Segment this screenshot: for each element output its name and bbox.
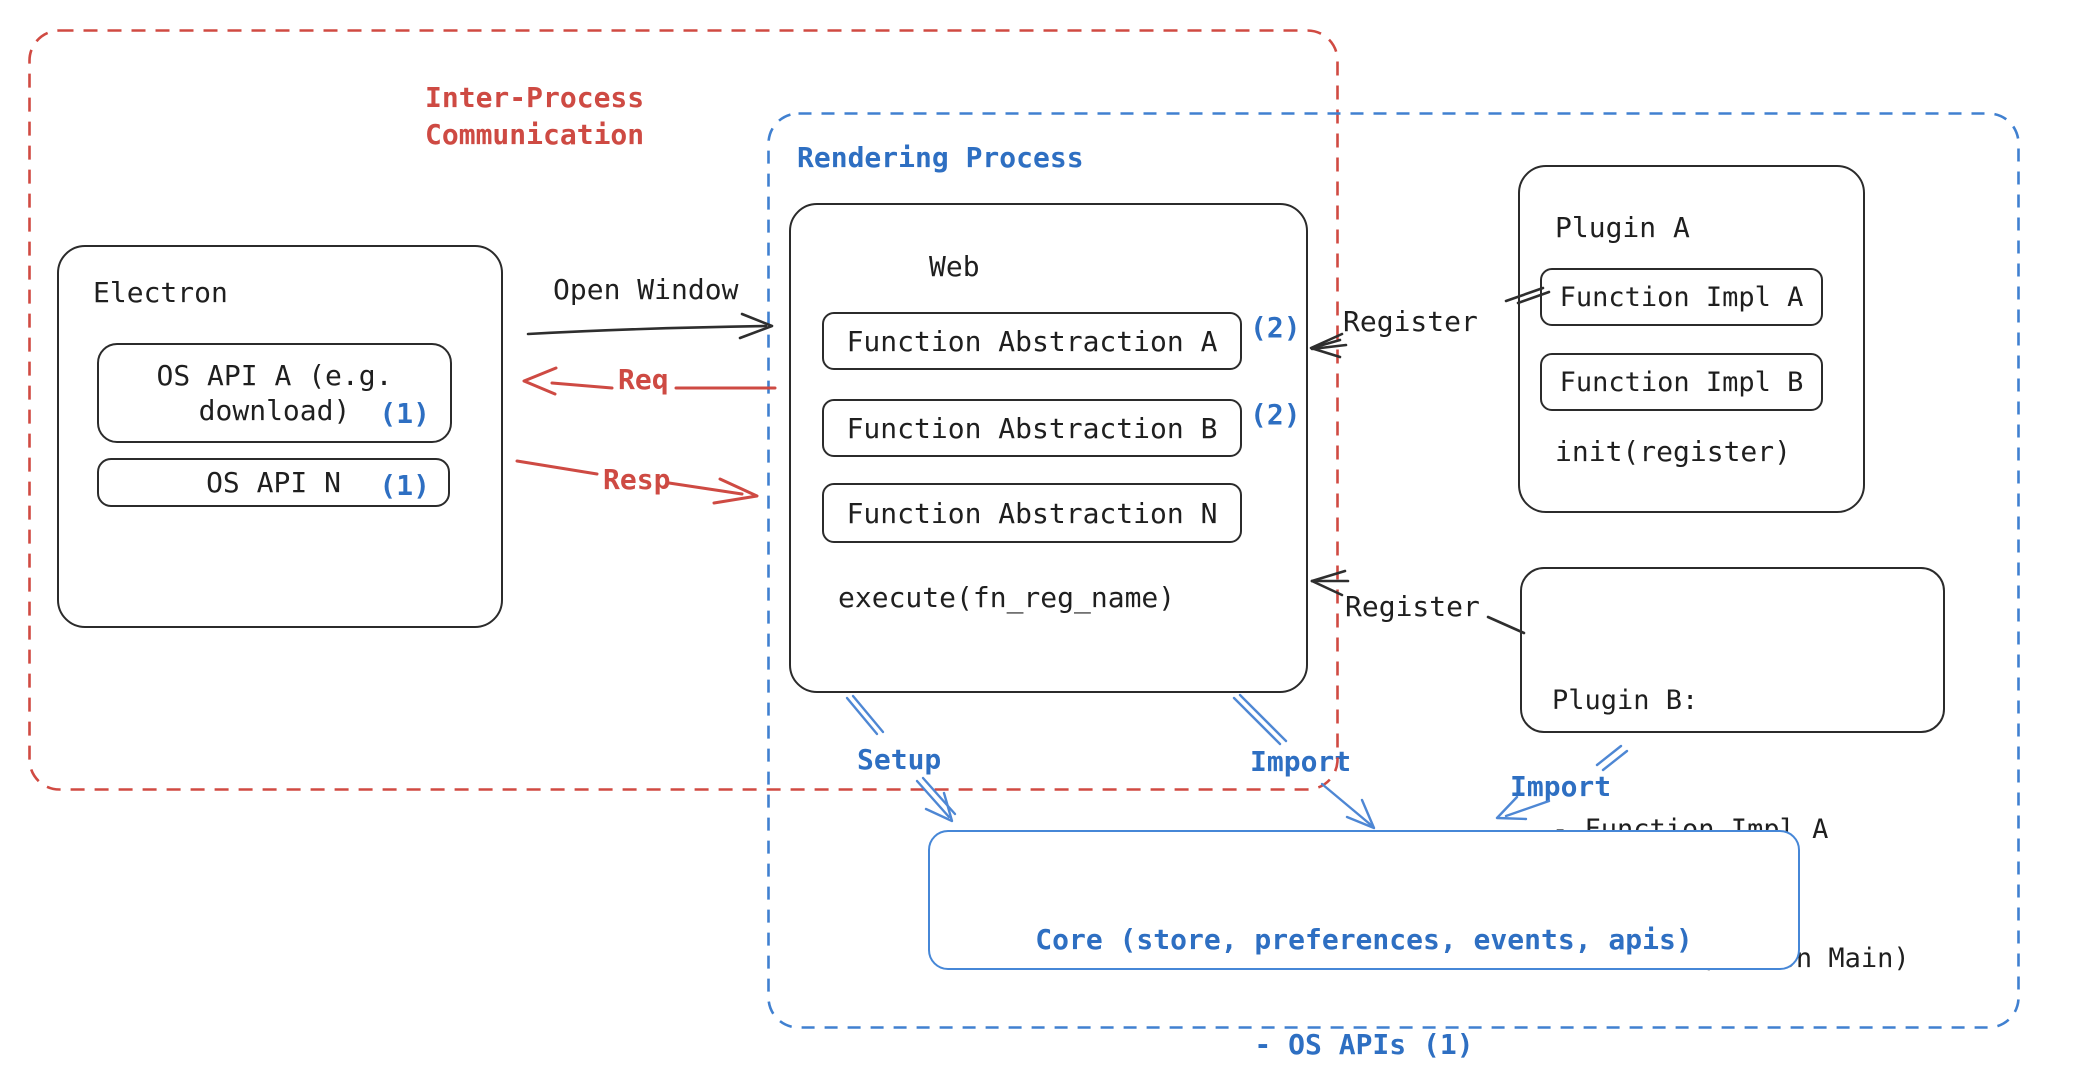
register-top-head: [1309, 332, 1344, 359]
resp-arrow-line-right: [667, 481, 744, 496]
os-api-n-badge: (1): [379, 469, 430, 502]
import-right-label: Import: [1510, 770, 1612, 803]
req-arrow-line-left: [550, 381, 614, 390]
function-abstraction-b-label: Function Abstraction B: [846, 411, 1218, 445]
electron-title: Electron: [93, 276, 228, 309]
import-right-arrow-line: [1504, 799, 1551, 818]
resp-arrow-head: [712, 477, 759, 505]
blue-arrows: [845, 693, 1629, 830]
req-label: Req: [618, 363, 669, 396]
function-impl-a-box: Function Impl A: [1540, 268, 1823, 326]
open-window-arrow-head: [738, 312, 774, 340]
register-bottom-tail: [1486, 615, 1526, 635]
import-left-arrow-seg1-sketch: [1238, 693, 1288, 743]
setup-arrow-seg1: [845, 696, 879, 736]
open-window-label: Open Window: [553, 273, 739, 306]
req-arrow-head: [522, 366, 558, 396]
register-top-label: Register: [1343, 305, 1478, 338]
resp-label: Resp: [603, 463, 671, 496]
ipc-region-title-line2: Communication: [425, 118, 645, 151]
os-api-a-box: OS API A (e.g. download) (1): [97, 343, 452, 443]
function-abstraction-a-badge: (2): [1250, 311, 1301, 344]
function-impl-b-box: Function Impl B: [1540, 353, 1823, 411]
function-abstraction-n-box: Function Abstraction N: [822, 483, 1242, 543]
init-register-label: init(register): [1555, 435, 1792, 468]
function-abstraction-b-box: Function Abstraction B: [822, 399, 1242, 457]
setup-arrow-seg1-sketch: [851, 694, 885, 734]
os-api-a-label-line1: OS API A (e.g.: [156, 359, 393, 392]
resp-arrow-line-left: [515, 459, 599, 476]
core-line-title: Core (store, preferences, events, apis): [1035, 923, 1693, 956]
setup-arrow-seg2: [915, 779, 951, 819]
register-top-line: [1310, 338, 1342, 350]
function-impl-b-label: Function Impl B: [1559, 366, 1804, 398]
os-api-a-label-line2: download): [198, 394, 351, 427]
setup-arrow-seg2-sketch: [921, 776, 957, 816]
function-abstraction-a-box: Function Abstraction A: [822, 312, 1242, 370]
core-line-os-apis: - OS APIs (1): [1254, 1028, 1474, 1061]
execute-label: execute(fn_reg_name): [838, 581, 1176, 614]
os-api-a-badge: (1): [379, 397, 430, 430]
register-bottom-head-3: [1310, 579, 1344, 597]
core-box: Core (store, preferences, events, apis) …: [928, 830, 1800, 1061]
import-left-label: Import: [1250, 745, 1352, 778]
function-abstraction-a-label: Function Abstraction A: [846, 324, 1218, 358]
open-window-arrow-line: [526, 324, 768, 336]
function-abstraction-b-badge: (2): [1250, 398, 1301, 431]
function-abstraction-n-label: Function Abstraction N: [846, 496, 1218, 530]
setup-label: Setup: [857, 743, 942, 776]
register-bottom-head-1: [1310, 569, 1347, 583]
os-api-n-label: OS API N: [206, 466, 341, 499]
plugin-b-title: Plugin B:: [1552, 685, 1699, 716]
rendering-region-title: Rendering Process: [797, 141, 1084, 174]
plugin-b-box: Plugin B: - Function Impl A - Module (ru…: [1520, 567, 1945, 974]
plugin-a-title: Plugin A: [1555, 211, 1690, 244]
import-left-arrow-seg1: [1232, 696, 1282, 746]
register-bottom-label: Register: [1345, 590, 1480, 623]
web-title: Web: [929, 250, 980, 283]
setup-arrow-head: [924, 791, 954, 823]
function-impl-a-label: Function Impl A: [1559, 281, 1804, 313]
register-top-head-sketch: [1310, 343, 1348, 351]
import-left-arrow-head: [1345, 798, 1376, 830]
os-api-n-box: OS API N (1): [97, 458, 450, 507]
import-left-arrow-seg2: [1320, 782, 1373, 827]
ipc-region-title-line1: Inter-Process: [425, 81, 645, 114]
